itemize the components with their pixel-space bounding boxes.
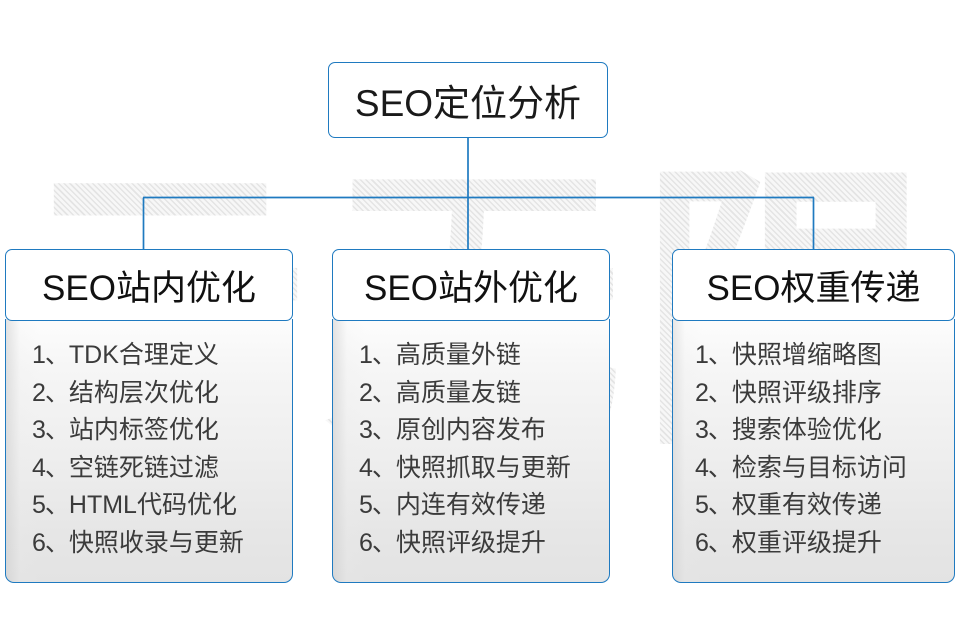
branch-header-label-1: SEO站内优化: [42, 268, 256, 308]
branch-header-3[interactable]: SEO权重传递: [672, 249, 955, 321]
list-item-index: 1、: [695, 341, 733, 370]
list-item-label: 快照增缩略图: [731, 341, 882, 370]
branch-item-list-3: 1、 快照增缩略图 2、 快照评级排序 3、 搜索体验优化 4、 检索与目标访问…: [673, 337, 954, 562]
list-item: 3、 站内标签优化: [6, 412, 292, 450]
list-item: 4、 检索与目标访问: [673, 450, 954, 488]
list-item-index: 1、: [32, 341, 70, 370]
list-item: 5、 权重有效传递: [673, 487, 954, 525]
branch-body-3: 1、 快照增缩略图 2、 快照评级排序 3、 搜索体验优化 4、 检索与目标访问…: [672, 319, 955, 584]
list-item: 3、 原创内容发布: [333, 412, 609, 450]
branch-header-2[interactable]: SEO站外优化: [332, 249, 610, 321]
list-item: 6、 快照评级提升: [333, 525, 609, 563]
list-item-index: 4、: [695, 453, 733, 482]
list-item-index: 5、: [32, 491, 70, 520]
list-item-index: 2、: [32, 378, 70, 407]
list-item-index: 5、: [695, 491, 733, 520]
list-item-label: 站内标签优化: [68, 416, 219, 445]
list-item: 2、 高质量友链: [333, 375, 609, 413]
list-item-label: 快照收录与更新: [68, 528, 244, 557]
list-item: 1、 TDK合理定义: [6, 337, 292, 375]
branch-header-label-3: SEO权重传递: [706, 268, 921, 308]
root-node-title: SEO定位分析: [354, 83, 582, 124]
branch-header-label-2: SEO站外优化: [364, 268, 578, 308]
branch-item-list-1: 1、 TDK合理定义 2、 结构层次优化 3、 站内标签优化 4、 空链死链过滤…: [6, 337, 292, 562]
list-item-index: 3、: [32, 416, 70, 445]
list-item-label: 快照评级排序: [731, 378, 882, 407]
list-item-label: 搜索体验优化: [731, 416, 882, 445]
list-item-label: TDK合理定义: [68, 341, 219, 370]
list-item-label: HTML代码优化: [68, 491, 237, 520]
list-item: 2、 结构层次优化: [6, 375, 292, 413]
list-item-label: 高质量外链: [395, 341, 521, 370]
branch-body-1: 1、 TDK合理定义 2、 结构层次优化 3、 站内标签优化 4、 空链死链过滤…: [5, 319, 293, 584]
list-item-index: 5、: [359, 491, 397, 520]
root-node[interactable]: SEO定位分析: [328, 62, 608, 138]
list-item-label: 权重评级提升: [731, 528, 882, 557]
list-item-label: 检索与目标访问: [731, 453, 907, 482]
list-item-index: 4、: [32, 453, 70, 482]
list-item: 1、 高质量外链: [333, 337, 609, 375]
list-item: 6、 权重评级提升: [673, 525, 954, 563]
list-item: 5、 HTML代码优化: [6, 487, 292, 525]
list-item-label: 原创内容发布: [395, 416, 546, 445]
list-item-label: 结构层次优化: [68, 378, 219, 407]
branch-body-2: 1、 高质量外链 2、 高质量友链 3、 原创内容发布 4、 快照抓取与更新 5…: [332, 319, 610, 584]
branch-header-1[interactable]: SEO站内优化: [5, 249, 293, 321]
list-item: 4、 快照抓取与更新: [333, 450, 609, 488]
list-item-index: 6、: [359, 528, 397, 557]
branch-column-3: SEO权重传递 1、 快照增缩略图 2、 快照评级排序 3、 搜索体验优化 4、: [672, 249, 955, 584]
list-item-label: 快照评级提升: [395, 528, 546, 557]
list-item-label: 高质量友链: [395, 378, 521, 407]
list-item-index: 6、: [32, 528, 70, 557]
list-item-index: 1、: [359, 341, 397, 370]
list-item-label: 快照抓取与更新: [395, 453, 571, 482]
list-item-label: 内连有效传递: [395, 491, 546, 520]
list-item-label: 空链死链过滤: [68, 453, 219, 482]
list-item-index: 6、: [695, 528, 733, 557]
list-item-index: 3、: [359, 416, 397, 445]
list-item: 6、 快照收录与更新: [6, 525, 292, 563]
list-item: 5、 内连有效传递: [333, 487, 609, 525]
list-item-index: 2、: [359, 378, 397, 407]
branch-column-2: SEO站外优化 1、 高质量外链 2、 高质量友链 3、 原创内容发布 4、 快: [332, 249, 610, 584]
branch-item-list-2: 1、 高质量外链 2、 高质量友链 3、 原创内容发布 4、 快照抓取与更新 5…: [333, 337, 609, 562]
list-item-label: 权重有效传递: [731, 491, 882, 520]
list-item: 2、 快照评级排序: [673, 375, 954, 413]
list-item-index: 4、: [359, 453, 397, 482]
list-item-index: 2、: [695, 378, 733, 407]
list-item: 3、 搜索体验优化: [673, 412, 954, 450]
list-item: 1、 快照增缩略图: [673, 337, 954, 375]
list-item-index: 3、: [695, 416, 733, 445]
branch-column-1: SEO站内优化 1、 TDK合理定义 2、 结构层次优化 3、 站内标签优化 4…: [5, 249, 293, 584]
list-item: 4、 空链死链过滤: [6, 450, 292, 488]
